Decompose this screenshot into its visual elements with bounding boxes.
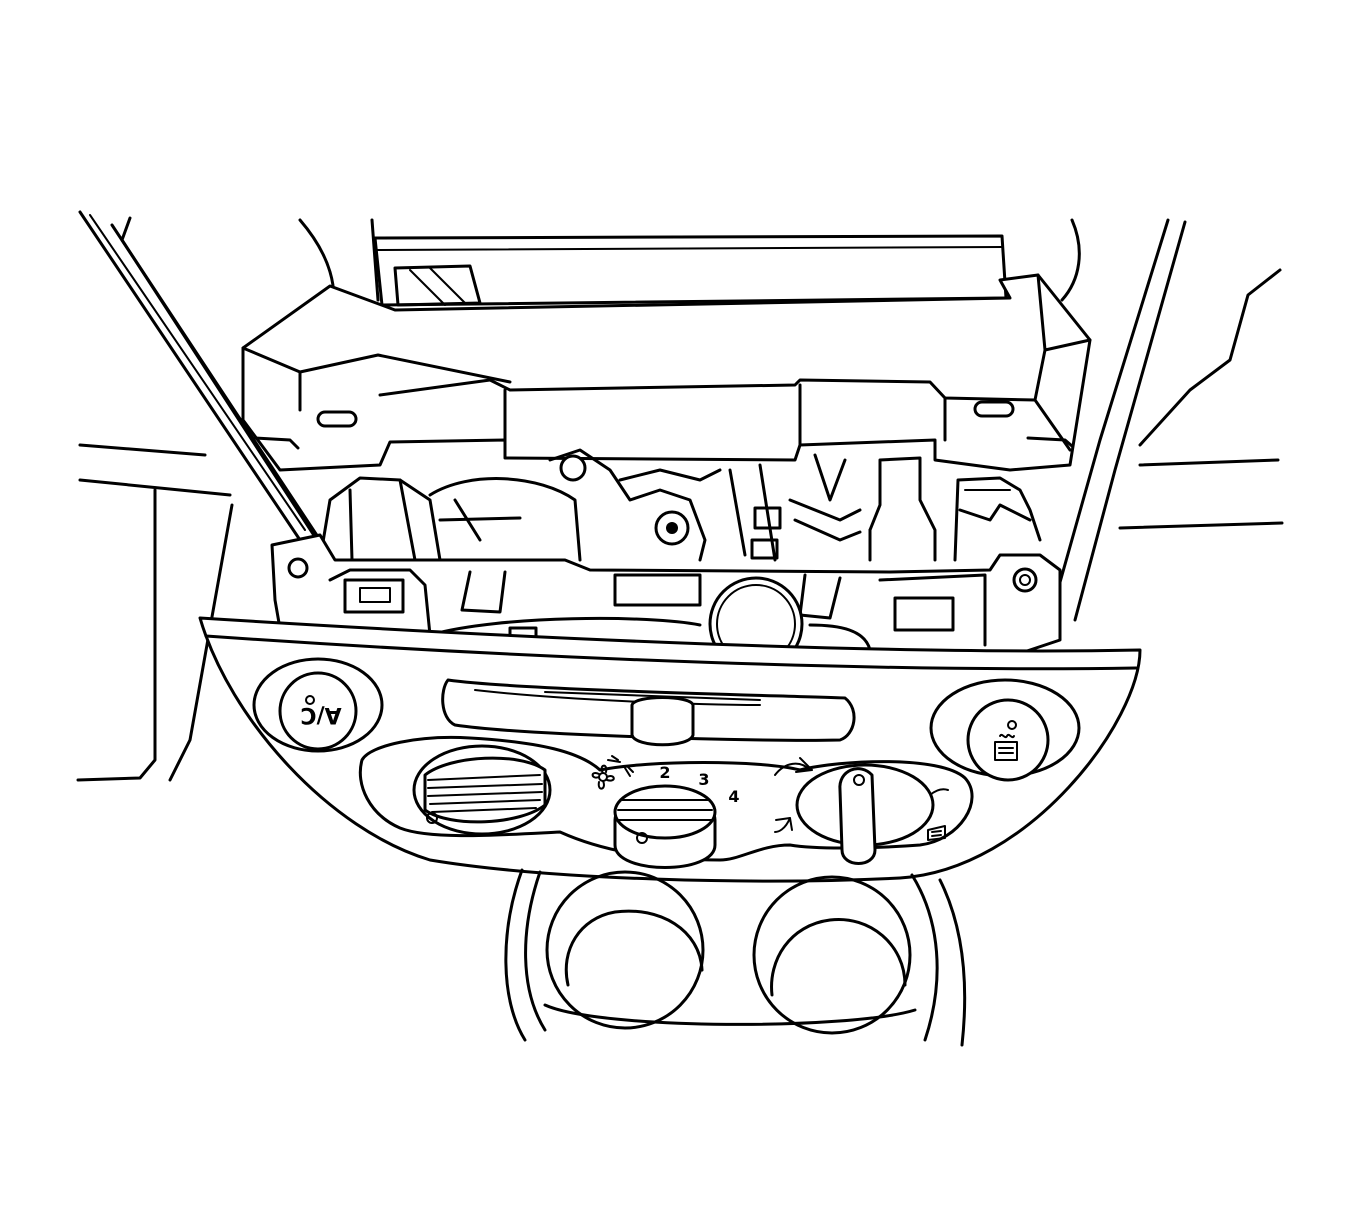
blower-indicator-dot (636, 832, 648, 844)
fan-speed-label-3: 3 (698, 770, 709, 789)
defrost-mode-icon (927, 825, 946, 841)
housing-mount-hole-right (1012, 567, 1038, 593)
vent-mode-icon (774, 757, 813, 776)
rear-defrost-icon (994, 733, 1018, 761)
temperature-knob[interactable] (412, 744, 552, 836)
control-housing (270, 533, 1062, 672)
mode-knob[interactable] (838, 767, 877, 865)
rear-defrost-button[interactable] (966, 698, 1050, 782)
cupholder-left[interactable] (545, 870, 705, 1030)
bracket-slot-left (316, 410, 358, 428)
dashboard-left-trim (76, 210, 332, 782)
internal-components (318, 448, 1042, 562)
mode-control (774, 757, 949, 865)
lower-console (504, 868, 967, 1047)
blower-knob[interactable] (613, 784, 717, 869)
housing-mount-hole-left (287, 557, 309, 579)
cupholder-right[interactable] (752, 875, 912, 1035)
bracket-slot-right (973, 400, 1015, 418)
fastener-upper (559, 454, 587, 482)
fan-speed-label-4: 4 (728, 787, 739, 806)
recirculation-lever[interactable] (630, 696, 695, 747)
fan-icon (591, 755, 621, 790)
ac-button-label: A/C (300, 702, 341, 727)
ac-button[interactable] (278, 671, 358, 751)
temperature-indicator-dot (426, 812, 438, 824)
ac-button-bezel (252, 657, 384, 753)
mounting-bracket (241, 273, 1092, 472)
mode-indicator-dot (853, 774, 865, 786)
dashboard-right-trim (1053, 218, 1284, 622)
blower-speed-control: 2 3 4 1 (591, 755, 740, 869)
fan-speed-label-2: 2 (659, 763, 670, 782)
